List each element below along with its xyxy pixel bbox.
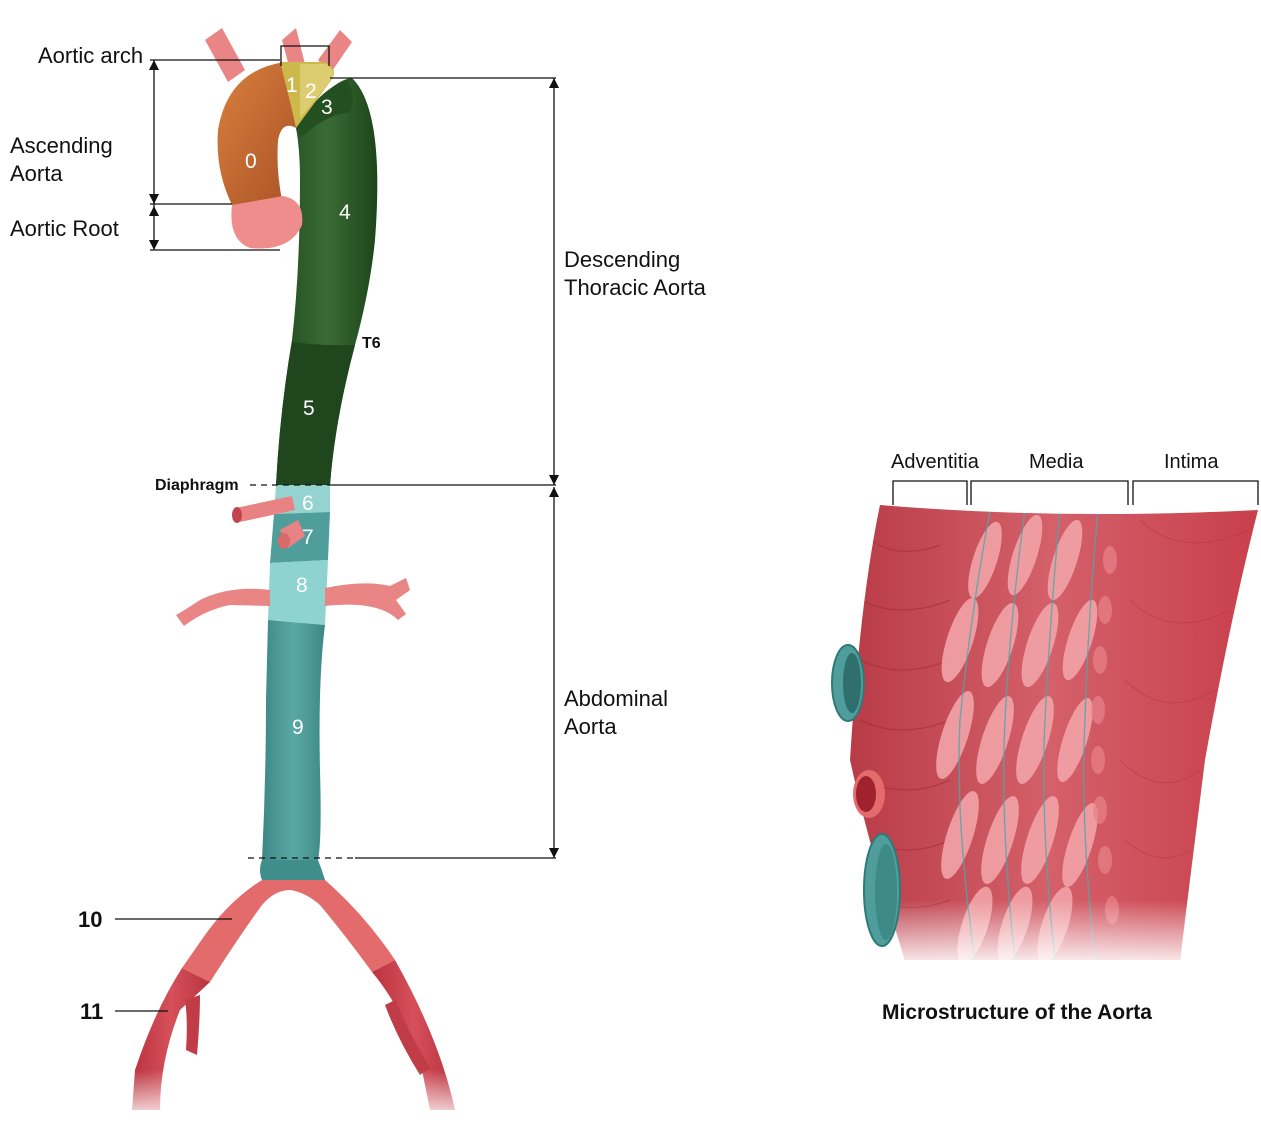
descending-label-1: Descending: [564, 247, 680, 272]
abdominal-label-1: Abdominal: [564, 686, 668, 711]
vasa-vasorum-lumen-2: [875, 844, 897, 940]
segment-0-label: 0: [245, 150, 257, 173]
media-bracket: [971, 481, 1128, 505]
abdominal-label-2: Aorta: [564, 714, 617, 739]
segment-2-label: 2: [305, 80, 317, 103]
desc-arrow-up: [549, 78, 559, 88]
diaphragm-label: Diaphragm: [155, 477, 239, 494]
adventitia-bracket: [893, 481, 967, 505]
abd-arrow-down: [549, 848, 559, 858]
arrow-up: [149, 60, 159, 70]
bifurcation-collar: [260, 860, 325, 880]
descending-label-2: Thoracic Aorta: [564, 275, 707, 300]
intima-bracket: [1133, 481, 1258, 505]
segment-5-region: [276, 342, 355, 485]
segment-5-label: 5: [303, 397, 315, 420]
segment-6-label: 6: [302, 492, 314, 515]
right-renal-branch: [325, 578, 410, 620]
segment-8-label: 8: [296, 574, 308, 597]
sma-opening: [278, 533, 290, 549]
bottom-fade: [120, 1070, 480, 1124]
arrow-down: [149, 194, 159, 204]
segment-9-label: 9: [292, 716, 304, 739]
ascending-aorta-label-2: Aorta: [10, 161, 63, 186]
t6-label: T6: [362, 335, 381, 352]
vasa-vasorum-artery-lumen: [856, 776, 876, 812]
media-label: Media: [1029, 451, 1084, 473]
root-arrow-down: [149, 240, 159, 250]
intima-label: Intima: [1164, 451, 1219, 473]
segment-1-label: 1: [286, 74, 298, 97]
segment-4-label: 4: [339, 201, 351, 224]
left-internal-iliac: [185, 995, 200, 1055]
desc-arrow-down: [549, 475, 559, 485]
microstructure-title: Microstructure of the Aorta: [882, 1001, 1152, 1024]
segment-10-label: 10: [78, 907, 102, 932]
root-arrow-up: [149, 206, 159, 216]
aortic-root: [231, 196, 302, 249]
aortic-arch-label: Aortic arch: [38, 43, 143, 68]
segment-9-region: [262, 620, 325, 860]
adventitia-label: Adventitia: [891, 451, 980, 473]
common-iliac-arteries: [182, 880, 395, 982]
abd-arrow-up: [549, 487, 559, 497]
aortic-root-label: Aortic Root: [10, 216, 119, 241]
brachiocephalic-branch: [205, 28, 245, 82]
celiac-opening: [232, 507, 242, 523]
segment-3-label: 3: [321, 96, 333, 119]
segment-11-label: 11: [80, 999, 103, 1024]
left-renal-branch: [176, 589, 270, 626]
segment-7-label: 7: [302, 526, 314, 549]
ascending-aorta-label-1: Ascending: [10, 133, 113, 158]
vasa-vasorum-lumen-1: [843, 653, 861, 713]
aortic-wall-tissue: [840, 500, 1260, 970]
